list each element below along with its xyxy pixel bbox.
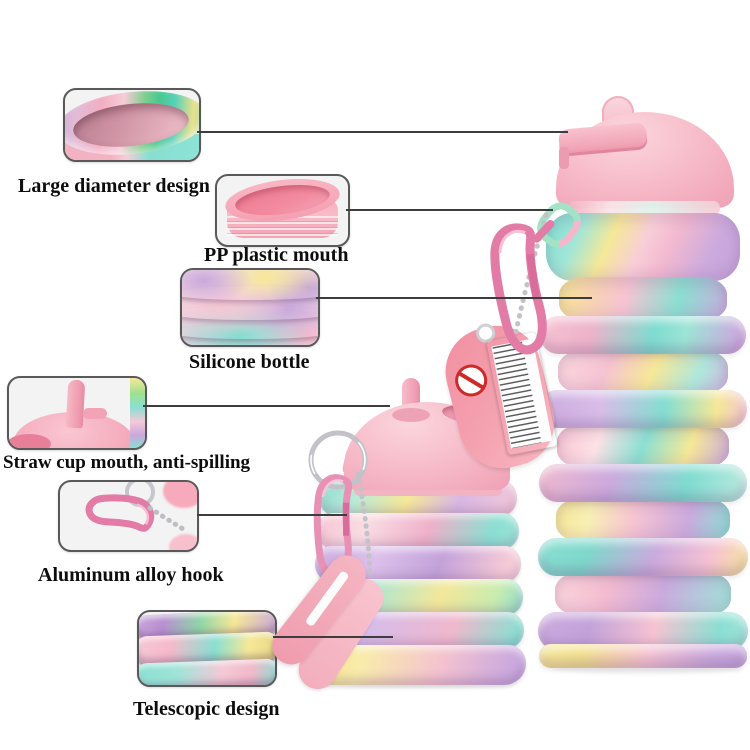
silicone-folds-photo	[182, 270, 318, 345]
prohibition-bar	[458, 371, 485, 390]
feature-label: Aluminum alloy hook	[38, 564, 224, 586]
feature-card-straw	[7, 376, 147, 450]
leader-line	[143, 405, 390, 407]
bottle-body-segment	[539, 464, 747, 502]
straw-collar	[392, 408, 430, 422]
straw-photo	[65, 379, 86, 429]
leader-line	[316, 297, 592, 299]
bottle-body-segment	[538, 612, 748, 650]
collapsed-bottle	[264, 376, 526, 697]
leader-line	[197, 131, 568, 133]
flip-lid-hinge	[559, 147, 569, 169]
bottle-body-segment	[540, 316, 746, 354]
bottle-cap	[556, 112, 734, 208]
mouth-threads-photo	[227, 216, 338, 238]
fold-line	[182, 306, 318, 320]
pink-blur-photo	[169, 534, 197, 550]
bottle-body-segment	[538, 538, 748, 576]
telescope-ring-photo	[139, 658, 275, 685]
bottle-body-segment	[555, 572, 731, 616]
fold-line	[182, 325, 318, 339]
bottle-body-segment	[546, 213, 740, 281]
carabiner-icon	[490, 212, 555, 355]
bottle-body-segment	[559, 277, 727, 321]
bottle-body-segment	[558, 350, 728, 394]
bottle-body-segment	[557, 424, 729, 468]
bottle-body-segment	[556, 498, 730, 542]
feature-card-silicone	[180, 268, 320, 347]
leader-line	[346, 209, 553, 211]
feature-card-pp-mouth	[215, 174, 350, 247]
feature-label: Telescopic design	[133, 698, 280, 720]
leader-line	[273, 636, 393, 638]
carabiner-icon	[85, 482, 191, 535]
feature-label: Silicone bottle	[189, 351, 310, 373]
bottle-edge-photo	[130, 378, 145, 448]
straw-nub-photo	[83, 408, 107, 419]
feature-label: Straw cup mouth, anti-spilling	[3, 452, 251, 473]
bottle-base	[539, 644, 747, 668]
bottle-mouth-band	[568, 201, 720, 215]
feature-label: PP plastic mouth	[204, 244, 349, 266]
bottle-body-segment	[539, 390, 747, 428]
fold-line	[182, 286, 318, 300]
ball-chain	[355, 471, 373, 577]
expanded-bottle	[538, 95, 748, 673]
leader-line	[197, 514, 347, 516]
feature-card-telescopic	[137, 610, 277, 687]
feature-card-large-diameter	[63, 88, 201, 162]
feature-label: Large diameter design	[18, 175, 210, 197]
cap-rim-photo	[9, 434, 51, 448]
feature-card-hook	[58, 480, 199, 552]
